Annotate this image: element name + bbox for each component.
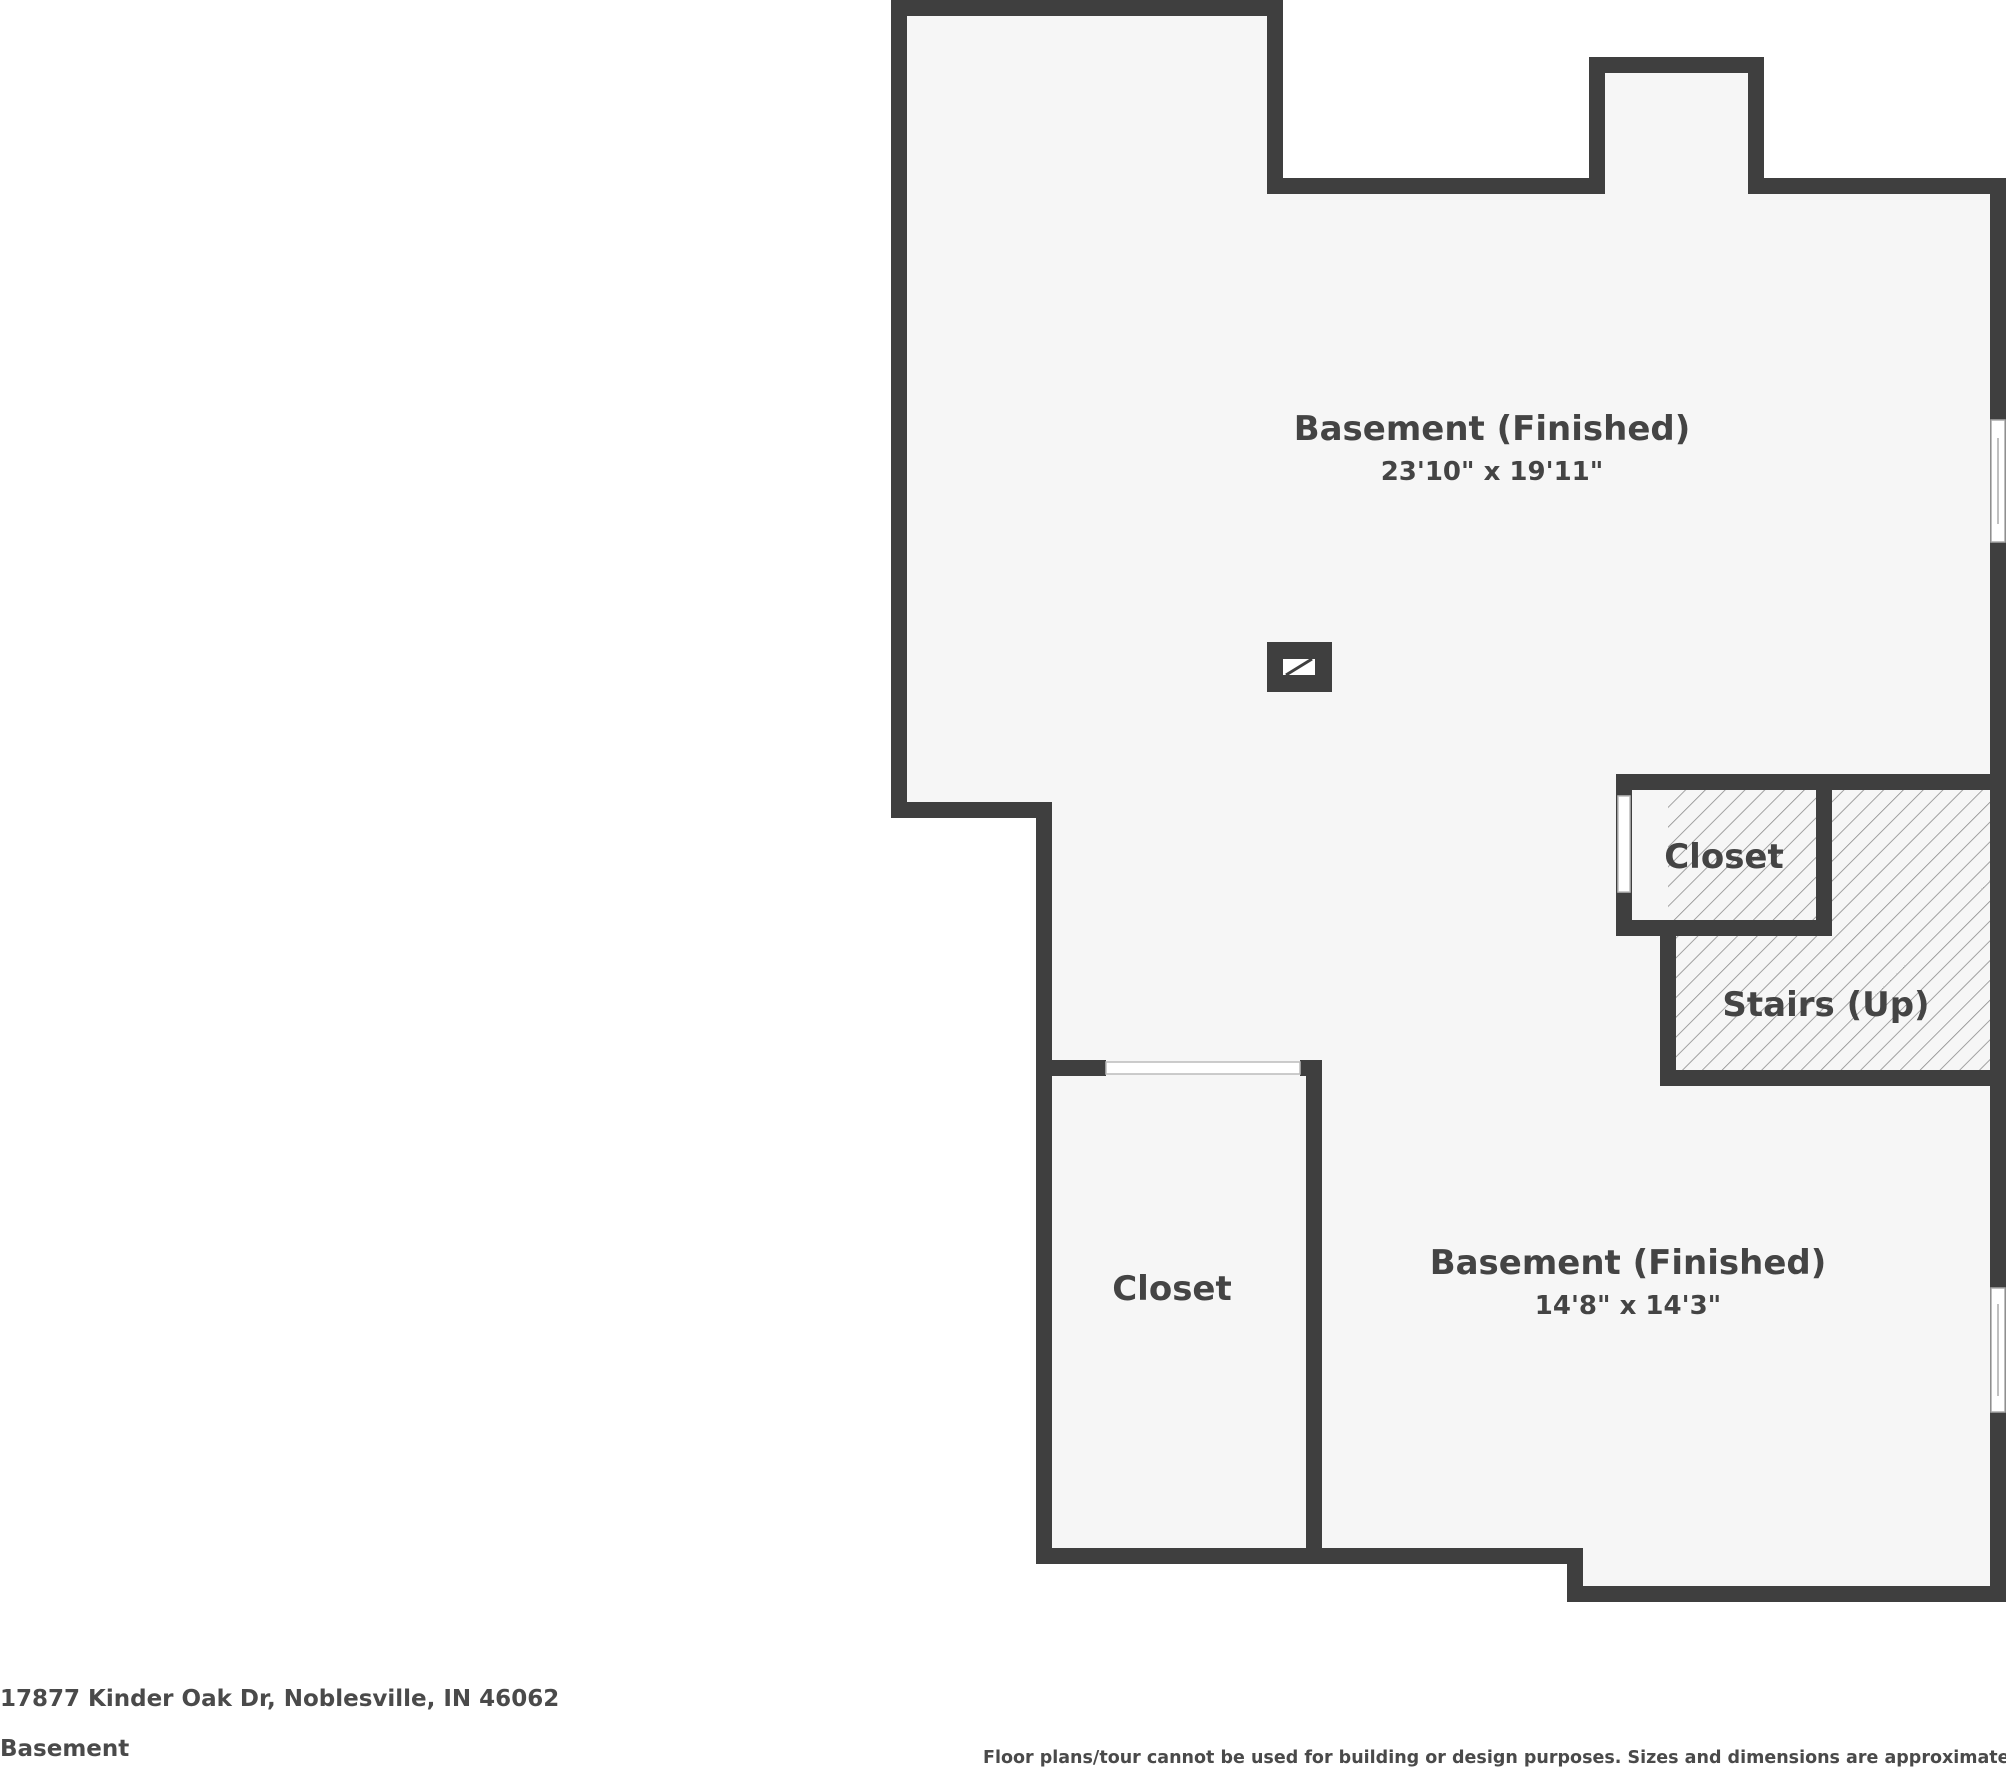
closet-upper-door [1617,795,1631,893]
room-dimensions-lower-basement: 14'8" x 14'3" [1535,1291,1721,1321]
room-dimensions-main-basement: 23'10" x 19'11" [1381,457,1604,487]
room-name-stairs: Stairs (Up) [1722,985,1929,1025]
room-name-main-basement: Basement (Finished) [1294,409,1691,449]
closet-upper-wall-right [1616,782,1832,936]
stairs-wall [1660,928,1998,1086]
closet-lower-door [1105,1061,1301,1075]
window-lower [1990,1287,2006,1413]
outer-wall [891,0,2006,1602]
closet-lower-wall-right [1300,1060,1322,1556]
floor-name: Basement [0,1736,130,1762]
floor-area [899,8,1998,1594]
window-upper [1990,419,2006,543]
fireplace-fixture [1267,642,1332,692]
disclaimer-text: Floor plans/tour cannot be used for buil… [983,1748,2006,1768]
room-name-lower-basement: Basement (Finished) [1430,1243,1827,1283]
room-name-closet-upper: Closet [1664,837,1784,877]
room-name-closet-lower: Closet [1112,1269,1232,1309]
property-address: 17877 Kinder Oak Dr, Noblesville, IN 460… [0,1686,560,1712]
